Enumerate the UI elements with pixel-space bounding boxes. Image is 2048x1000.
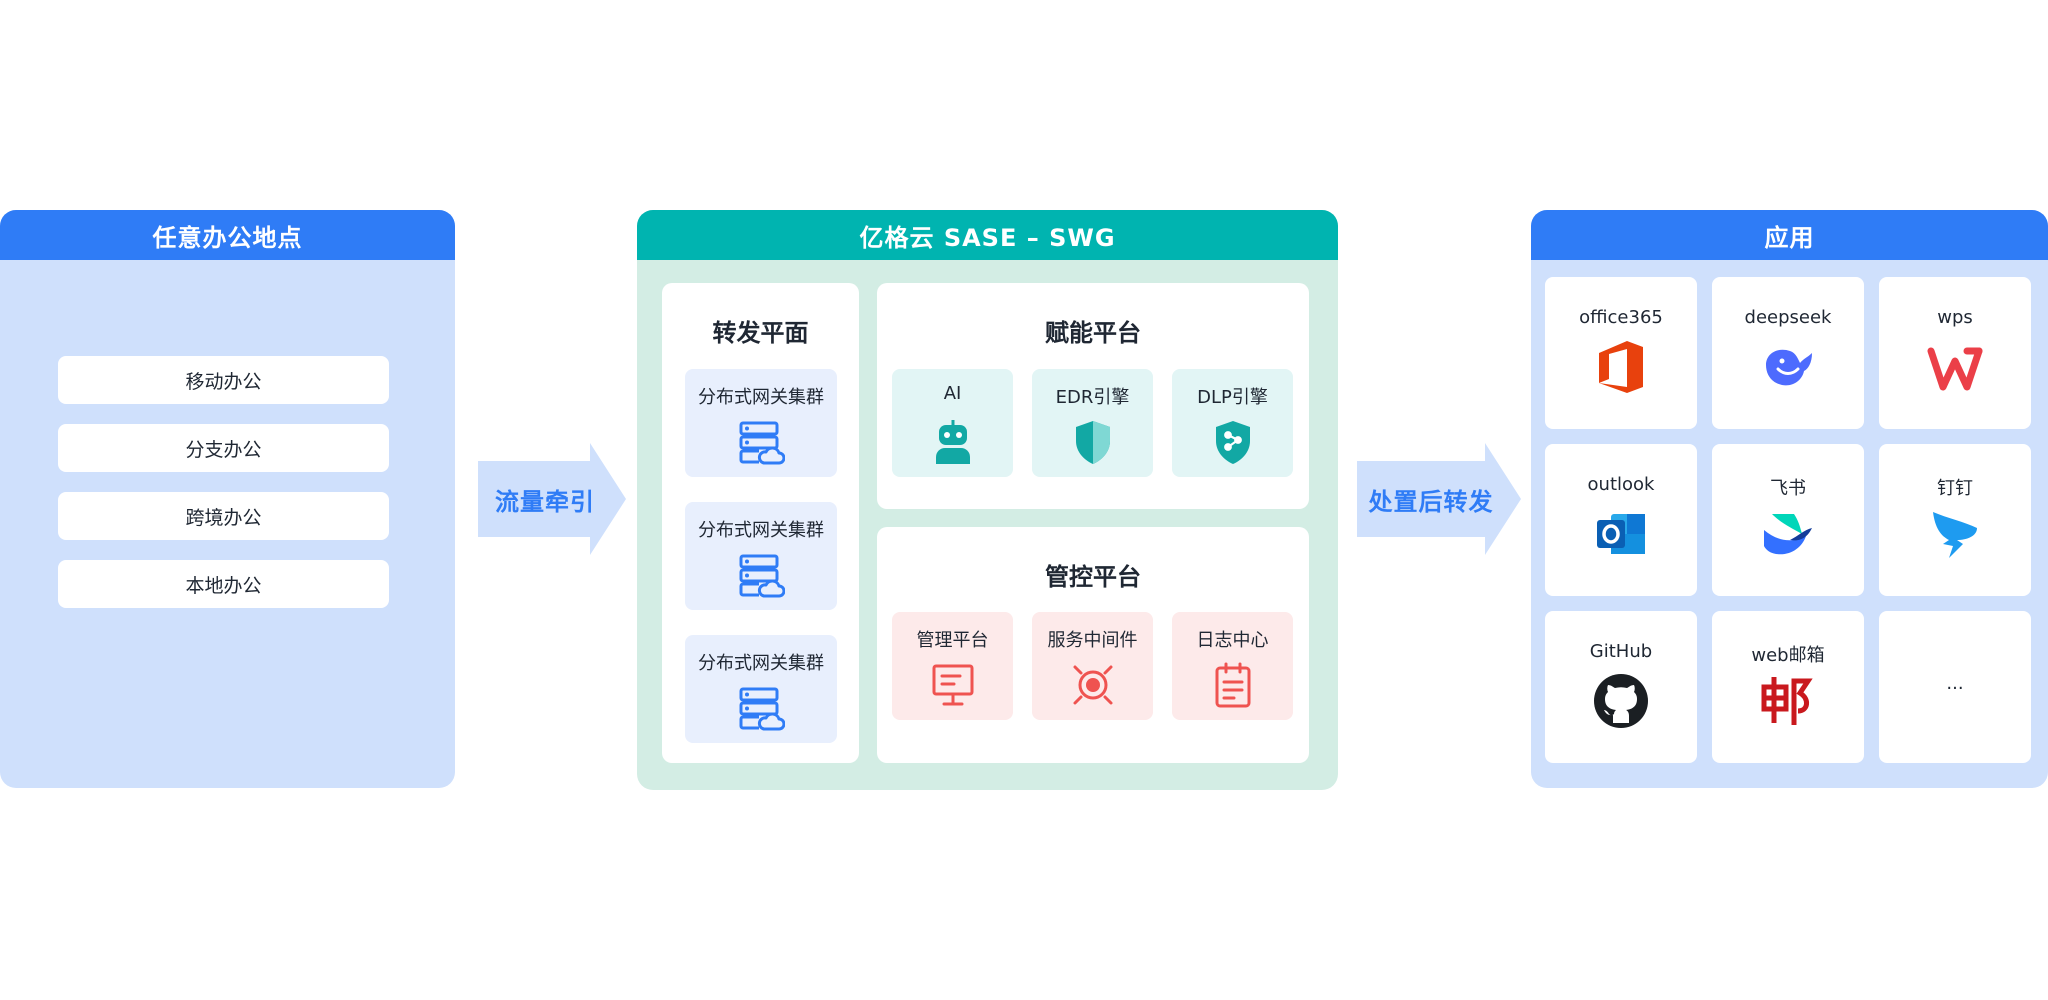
monitor-icon [932, 664, 974, 706]
forward-after-handling-label: 处置后转发 [1368, 487, 1494, 516]
server-cloud-icon [739, 554, 785, 598]
clipboard-icon [1215, 662, 1251, 708]
gateway-cluster-card[interactable]: 分布式网关集群 [685, 502, 837, 610]
app-webmail[interactable]: web邮箱 [1712, 611, 1864, 763]
gateway-cluster-label: 分布式网关集群 [698, 387, 824, 408]
location-mobile[interactable]: 移动办公 [58, 356, 389, 404]
app-label: web邮箱 [1751, 645, 1825, 666]
app-label: 钉钉 [1937, 478, 1973, 499]
app-feishu[interactable]: 飞书 [1712, 444, 1864, 596]
github-icon [1594, 674, 1648, 728]
location-branch[interactable]: 分支办公 [58, 424, 389, 472]
gateway-cluster-label: 分布式网关集群 [698, 653, 824, 674]
app-more[interactable]: ... [1879, 611, 2031, 763]
app-label: wps [1937, 307, 1973, 328]
outlook-icon [1597, 514, 1645, 554]
feishu-icon [1764, 514, 1812, 555]
log-center-label: 日志中心 [1196, 630, 1269, 651]
app-office365[interactable]: office365 [1545, 277, 1697, 429]
dingtalk-icon [1933, 512, 1977, 558]
gateway-cluster-card[interactable]: 分布式网关集群 [685, 369, 837, 477]
shield-icon [1076, 421, 1110, 464]
office-locations-title: 任意办公地点 [0, 210, 455, 260]
gateway-cluster-label: 分布式网关集群 [698, 520, 824, 541]
management-platform-label: 管理平台 [916, 630, 989, 651]
service-middleware-card[interactable]: 服务中间件 [1032, 612, 1153, 720]
forward-after-handling-arrow: 处置后转发 [1357, 443, 1521, 555]
whale-icon [1766, 349, 1812, 386]
edr-engine-card[interactable]: EDR引擎 [1032, 369, 1153, 477]
applications-panel: 应用 office365 deepseek wps outlook [1531, 210, 2048, 788]
ai-card[interactable]: AI [892, 369, 1013, 477]
gateway-cluster-card[interactable]: 分布式网关集群 [685, 635, 837, 743]
app-github[interactable]: GitHub [1545, 611, 1697, 763]
location-cross-border[interactable]: 跨境办公 [58, 492, 389, 540]
control-platform-title: 管控平台 [1045, 563, 1141, 591]
arrow-right-icon [1357, 443, 1521, 555]
app-label: GitHub [1589, 641, 1653, 662]
target-icon [1073, 665, 1113, 705]
arrow-right-icon [478, 443, 626, 555]
log-center-card[interactable]: 日志中心 [1172, 612, 1293, 720]
sase-swg-panel: 亿格云 SASE – SWG 转发平面 分布式网关集群 分布式网关集群 [637, 210, 1338, 790]
office-locations-panel: 任意办公地点 移动办公 分支办公 跨境办公 本地办公 [0, 210, 455, 788]
app-more-label: ... [1946, 673, 1964, 694]
app-label: 飞书 [1770, 478, 1806, 499]
dlp-engine-card[interactable]: DLP引擎 [1172, 369, 1293, 477]
forwarding-plane-title: 转发平面 [712, 319, 809, 347]
service-middleware-label: 服务中间件 [1047, 630, 1138, 651]
app-deepseek[interactable]: deepseek [1712, 277, 1864, 429]
wps-icon [1927, 347, 1983, 391]
edr-engine-label: EDR引擎 [1055, 387, 1130, 408]
applications-title: 应用 [1531, 210, 2048, 260]
server-cloud-icon [739, 687, 785, 731]
enablement-platform: 赋能平台 AI EDR引擎 DLP引擎 [877, 283, 1309, 509]
traffic-steering-label: 流量牵引 [495, 487, 595, 516]
server-cloud-icon [739, 421, 785, 465]
location-list: 移动办公 分支办公 跨境办公 本地办公 [58, 356, 389, 628]
mail-icon [1761, 677, 1813, 725]
app-dingtalk[interactable]: 钉钉 [1879, 444, 2031, 596]
ai-label: AI [943, 383, 962, 404]
sase-swg-title: 亿格云 SASE – SWG [637, 210, 1338, 260]
app-wps[interactable]: wps [1879, 277, 2031, 429]
robot-icon [936, 420, 970, 464]
enablement-platform-title: 赋能平台 [1045, 319, 1141, 347]
app-label: office365 [1579, 307, 1663, 328]
location-local[interactable]: 本地办公 [58, 560, 389, 608]
office-icon [1599, 341, 1643, 393]
traffic-steering-arrow: 流量牵引 [478, 443, 626, 555]
shield-share-icon [1216, 421, 1250, 464]
app-outlook[interactable]: outlook [1545, 444, 1697, 596]
forwarding-plane: 转发平面 分布式网关集群 分布式网关集群 [662, 283, 859, 763]
app-label: outlook [1587, 474, 1655, 495]
dlp-engine-label: DLP引擎 [1197, 387, 1268, 408]
app-label: deepseek [1744, 307, 1832, 328]
management-platform-card[interactable]: 管理平台 [892, 612, 1013, 720]
control-platform: 管控平台 管理平台 服务中间件 [877, 527, 1309, 763]
